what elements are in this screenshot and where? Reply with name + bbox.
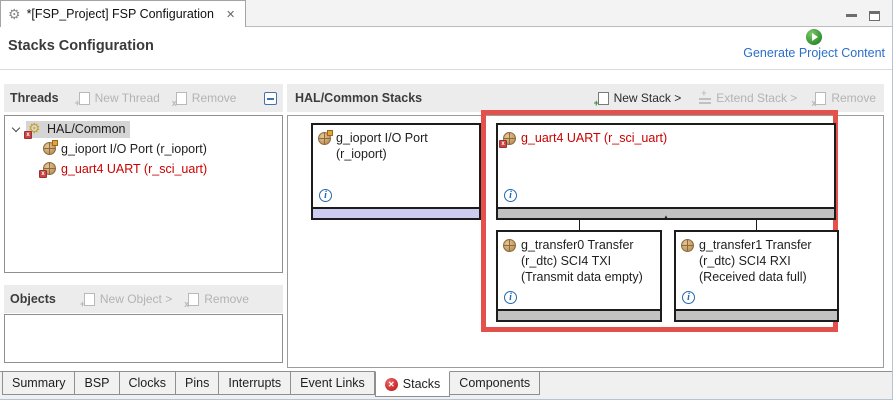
new-thread-label: New Thread <box>94 91 160 105</box>
module-icon <box>503 239 516 252</box>
remove-thread-icon: x <box>172 91 187 107</box>
error-icon: ✕ <box>384 377 398 391</box>
minimize-icon[interactable] <box>846 14 857 17</box>
selection-highlight-rect <box>481 110 838 332</box>
bottom-tab-bar: Summary BSP Clocks Pins Interrupts Event… <box>0 371 892 399</box>
stack-node-g-transfer0[interactable]: g_transfer0 Transfer (r_dtc) SCI4 TXI (T… <box>496 230 662 322</box>
editor-tab-fsp-configuration[interactable]: ⚙ *[FSP_Project] FSP Configuration ✕ <box>0 0 247 27</box>
tree-item-hal-common[interactable]: ⚙ x HAL/Common <box>5 119 282 139</box>
info-icon[interactable]: i <box>319 189 332 202</box>
remove-thread-label: Remove <box>191 91 237 105</box>
remove-object-button[interactable]: x Remove <box>184 292 249 308</box>
stack-node-title: g_transfer0 Transfer (r_dtc) SCI4 TXI (T… <box>521 238 643 284</box>
generate-project-content-button[interactable]: Generate Project Content <box>743 29 885 60</box>
remove-thread-button[interactable]: x Remove <box>172 91 237 107</box>
info-icon[interactable]: i <box>504 189 517 202</box>
new-object-button[interactable]: + New Object > <box>80 292 173 308</box>
stacks-toolbar: HAL/Common Stacks + New Stack > + Extend… <box>287 84 884 112</box>
tab-components[interactable]: Components <box>450 372 541 395</box>
objects-list[interactable] <box>4 314 283 363</box>
remove-object-label: Remove <box>204 292 249 306</box>
module-icon <box>681 239 694 252</box>
error-badge-icon: x <box>39 170 47 178</box>
node-status-strip <box>498 309 660 320</box>
extend-stack-button[interactable]: + Extend Stack > <box>699 89 798 105</box>
remove-stack-label: Remove <box>831 91 876 105</box>
connector-line <box>756 220 757 230</box>
module-icon <box>43 140 58 155</box>
new-thread-button[interactable]: + New Thread <box>75 91 160 107</box>
info-icon[interactable]: i <box>504 291 517 304</box>
module-icon: x <box>39 162 56 178</box>
tab-event-links[interactable]: Event Links <box>291 372 375 395</box>
stacks-canvas: g_ioport I/O Port (r_ioport) i x g_uart4… <box>287 110 884 368</box>
editor-tab-title: *[FSP_Project] FSP Configuration <box>26 7 214 21</box>
stack-node-g-uart4[interactable]: x g_uart4 UART (r_sci_uart) i ▲ <box>496 123 836 222</box>
new-stack-button[interactable]: + New Stack > <box>594 91 682 107</box>
collapse-triangle-icon[interactable]: ▲ <box>662 213 670 222</box>
threads-toolbar: Threads + New Thread x Remove <box>4 84 283 112</box>
maximize-icon[interactable] <box>869 11 880 21</box>
module-icon <box>318 130 333 145</box>
connector-line <box>579 220 580 230</box>
tree-item-label: g_ioport I/O Port (r_ioport) <box>61 141 207 156</box>
error-badge-icon: x <box>499 140 507 148</box>
threads-title: Threads <box>10 91 59 105</box>
gear-icon: ⚙ <box>8 6 21 22</box>
info-icon[interactable]: i <box>682 291 695 304</box>
stack-node-title: g_transfer1 Transfer (r_dtc) SCI4 RXI (R… <box>699 238 812 284</box>
stack-node-title: g_uart4 UART (r_sci_uart) <box>521 131 668 145</box>
generate-project-content-link[interactable]: Generate Project Content <box>743 46 885 60</box>
page-title: Stacks Configuration <box>8 38 154 54</box>
new-object-label: New Object > <box>99 292 173 306</box>
chevron-down-icon[interactable] <box>11 123 21 132</box>
new-stack-icon: + <box>594 91 609 107</box>
node-status-strip <box>676 309 837 320</box>
new-thread-icon: + <box>75 91 90 107</box>
close-icon[interactable]: ✕ <box>225 8 236 21</box>
stack-node-g-transfer1[interactable]: g_transfer1 Transfer (r_dtc) SCI4 RXI (R… <box>674 230 839 322</box>
tab-stacks[interactable]: ✕ Stacks <box>374 371 451 397</box>
editor-header: Stacks Configuration Generate Project Co… <box>0 28 892 70</box>
collapse-all-icon[interactable] <box>264 91 277 105</box>
remove-stack-icon: x <box>811 91 827 107</box>
error-badge-icon: x <box>24 130 32 139</box>
tree-item-g-uart4[interactable]: x g_uart4 UART (r_sci_uart) <box>5 159 282 179</box>
tab-summary[interactable]: Summary <box>2 372 76 395</box>
node-status-strip <box>313 207 479 218</box>
tab-interrupts[interactable]: Interrupts <box>219 372 292 395</box>
extend-stack-label: Extend Stack > <box>716 91 798 105</box>
tab-bsp[interactable]: BSP <box>75 372 120 395</box>
objects-toolbar: Objects + New Object > x Remove <box>4 285 283 313</box>
stack-node-g-ioport[interactable]: g_ioport I/O Port (r_ioport) i <box>311 123 481 220</box>
tree-item-label: g_uart4 UART (r_sci_uart) <box>61 161 208 176</box>
remove-stack-button[interactable]: x Remove <box>811 91 876 107</box>
module-icon: x <box>499 132 516 148</box>
node-collapse-strip[interactable]: ▲ <box>498 207 834 222</box>
tree-item-label: HAL/Common <box>47 121 126 136</box>
stacks-panel-title: HAL/Common Stacks <box>295 91 423 105</box>
tab-pins[interactable]: Pins <box>176 372 220 395</box>
new-stack-label: New Stack > <box>613 91 682 105</box>
tab-clocks[interactable]: Clocks <box>119 372 177 395</box>
new-object-icon: + <box>80 292 95 308</box>
extend-stack-icon: + <box>699 89 712 104</box>
stack-node-title: g_ioport I/O Port (r_ioport) <box>336 131 428 161</box>
play-icon[interactable] <box>806 29 823 45</box>
editor-tab-strip: ⚙ *[FSP_Project] FSP Configuration ✕ <box>0 0 892 27</box>
objects-title: Objects <box>10 292 56 306</box>
threads-tree: ⚙ x HAL/Common g_ioport I/O Port (r_iopo… <box>4 115 283 273</box>
tree-item-g-ioport[interactable]: g_ioport I/O Port (r_ioport) <box>5 139 282 159</box>
hal-common-icon: ⚙ x <box>24 121 42 139</box>
remove-object-icon: x <box>184 292 200 308</box>
